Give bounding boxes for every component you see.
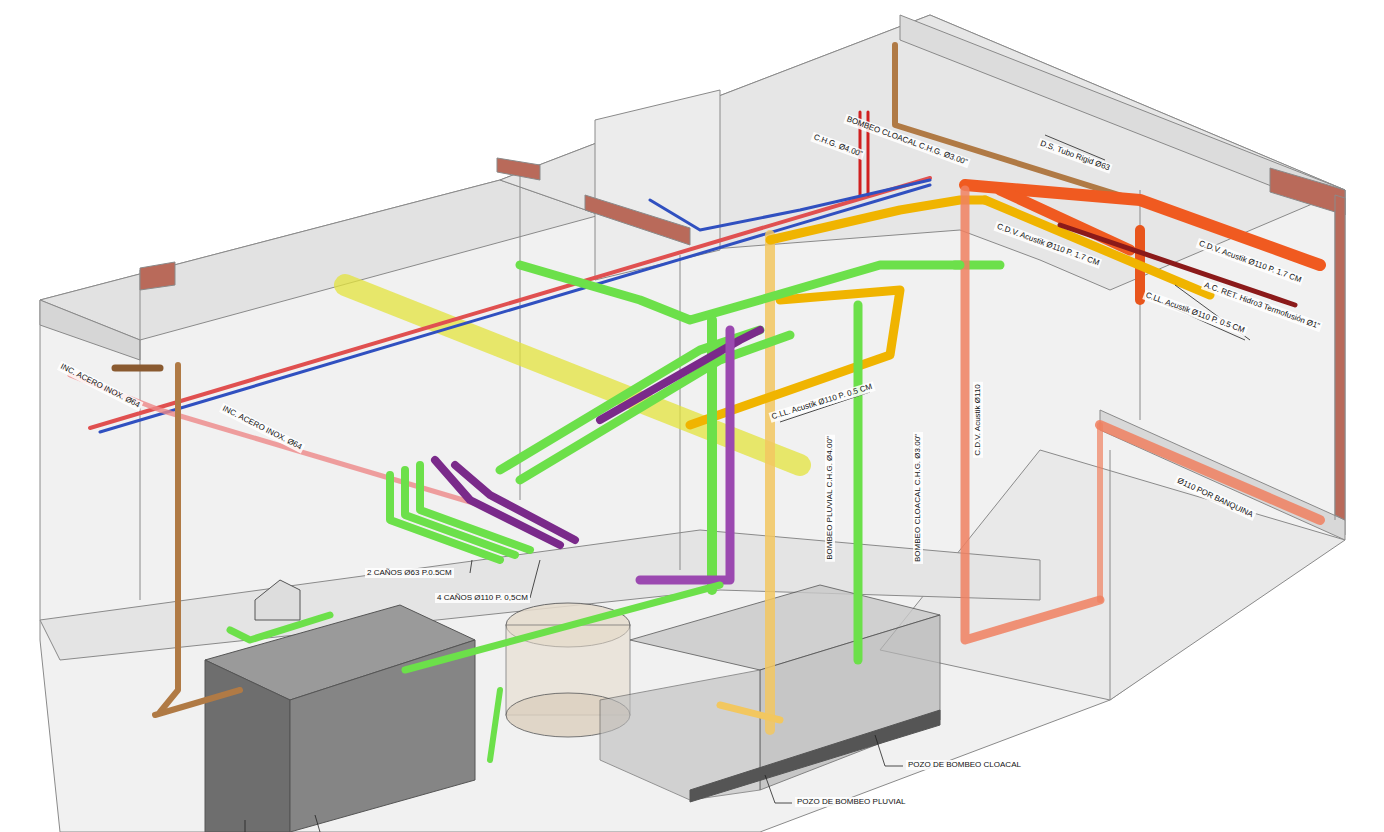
pipe-label: POZO DE BOMBEO PLUVIAL [795, 797, 907, 807]
pipe-label: BOMBEO CLOACAL C.H.G. Ø3.00" [843, 114, 970, 169]
pipe-label: C.D.V. Acustik Ø110 P. 1.7 CM [1195, 238, 1304, 286]
pipe-label: C.H.G. Ø4.00" [810, 132, 865, 160]
pipes [70, 45, 1320, 760]
pipe-label: 2 CAÑOS Ø63 P.0.5CM [365, 568, 454, 578]
structure [40, 15, 1345, 832]
pipe-label: BOMBEO PLUVIAL C.H.G. Ø4.00" [825, 434, 835, 561]
tanks [205, 580, 940, 832]
pipe-label: C.D.V. Acustik Ø110 P. 1.7 CM [993, 221, 1102, 269]
pipe-label: D.S. Tubo Rigid Ø63 [1037, 138, 1113, 174]
leader-lines [245, 135, 1250, 832]
pipe-label: Ø110 POR BANQUINA [1174, 475, 1257, 521]
pipe-label: C.D.V. Acustik Ø110 [973, 382, 983, 458]
pipe-label: C.LL. Acustik Ø110 P. 0.5 CM [769, 381, 876, 422]
pipe-label: BOMBEO CLOACAL C.H.G. Ø3.00" [913, 432, 923, 564]
pipe-label: 4 CAÑOS Ø110 P. 0,5CM [435, 593, 530, 603]
pipe-label: POZO DE BOMBEO CLOACAL [906, 760, 1023, 770]
pipe-label: INC. ACERO INOX. Ø64 [219, 403, 305, 453]
pipe-label: INC. ACERO INOX. Ø64 [57, 361, 143, 411]
